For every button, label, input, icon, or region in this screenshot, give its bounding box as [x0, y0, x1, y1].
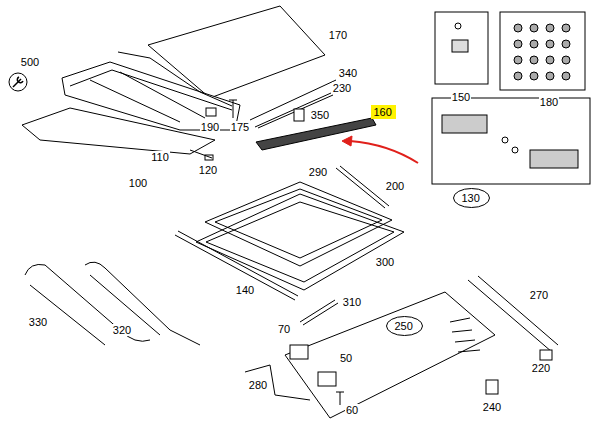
callout-number: 190: [200, 121, 220, 133]
callout-number: 175: [230, 121, 250, 133]
callout-number: 230: [332, 82, 352, 94]
callout-number: 310: [342, 296, 362, 308]
callout-number: 100: [128, 177, 148, 189]
callout-number: 200: [385, 180, 405, 192]
callout-ellipse-shape: [386, 317, 422, 336]
callout-number: 180: [539, 96, 559, 108]
callout-number: 120: [198, 164, 218, 176]
callout-number: 350: [310, 109, 330, 121]
callout-ellipse: 130: [453, 188, 490, 208]
callout-number: 70: [277, 323, 291, 335]
highlighted-callout: 160: [371, 105, 396, 119]
callout-number: 140: [235, 284, 255, 296]
callout-number: 240: [482, 401, 502, 413]
callout-number: 340: [338, 67, 358, 79]
callout-number: 220: [531, 362, 551, 374]
highlight-fill: [371, 105, 396, 119]
callout-number: 300: [375, 256, 395, 268]
callout-number: 250: [395, 320, 413, 332]
callout-ellipse: 250: [386, 316, 423, 336]
callout-number: 130: [462, 192, 480, 204]
callout-number: 500: [20, 56, 40, 68]
callout-number: 50: [339, 352, 353, 364]
callout-number: 150: [451, 91, 471, 103]
callout-number: 60: [345, 404, 359, 416]
callout-number: 280: [248, 379, 268, 391]
callout-number: 290: [308, 166, 328, 178]
callout-ellipse-shape: [453, 189, 489, 208]
callout-number: 160: [374, 106, 392, 118]
callout-number: 110: [150, 151, 170, 163]
callout-number: 330: [28, 316, 48, 328]
callout-number: 270: [529, 289, 549, 301]
callout-number: 320: [112, 324, 132, 336]
callout-number: 170: [328, 29, 348, 41]
